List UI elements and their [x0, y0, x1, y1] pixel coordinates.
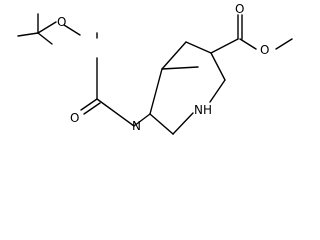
ester-carbonyl-oxygen-label: O: [235, 2, 244, 16]
methyl-ester-group: [210, 14, 293, 54]
tbu-methyl-bottom-bond: [37, 32, 53, 45]
ring-nh-label: NH: [194, 103, 212, 117]
ester-ether-oxygen-label: O: [260, 43, 269, 57]
tert-butyl-group: [17, 13, 57, 45]
boc-carbonyl-oxygen-label: O: [70, 111, 79, 125]
tbu-to-oxygen-bond: [37, 21, 57, 34]
ring-upper-bond: [185, 41, 212, 54]
chemical-structure: O O N NH O O: [17, 2, 293, 135]
boc-o-to-carbonyl-bond: [63, 24, 81, 36]
ester-methyl-bond: [275, 38, 293, 50]
nh-to-ring-bond: [172, 112, 194, 135]
nitrogen-to-bridge-bond: [133, 113, 151, 127]
bicyclic-core: [133, 41, 226, 135]
bridge-nitrogen-label: N: [132, 119, 141, 133]
boc-ether-oxygen-label: O: [57, 15, 66, 29]
boc-carbonyl-double-bond-a: [80, 98, 98, 111]
bridge-upper-bond: [149, 68, 163, 115]
ring-to-ester-bond: [210, 38, 239, 54]
ester-single-bond: [239, 38, 257, 50]
bridge-lower-bond: [149, 113, 174, 135]
ring-to-nh-bond: [209, 79, 226, 103]
ring-top-bond: [161, 66, 199, 70]
boc-carbonyl-double-bond-b: [83, 102, 101, 115]
ring-upper-left-bond: [161, 41, 187, 70]
tbu-methyl-left-bond: [17, 32, 39, 37]
boc-to-nitrogen-bond: [96, 98, 135, 127]
boc-carbamate: [63, 24, 135, 127]
ring-right-bond: [210, 52, 226, 81]
